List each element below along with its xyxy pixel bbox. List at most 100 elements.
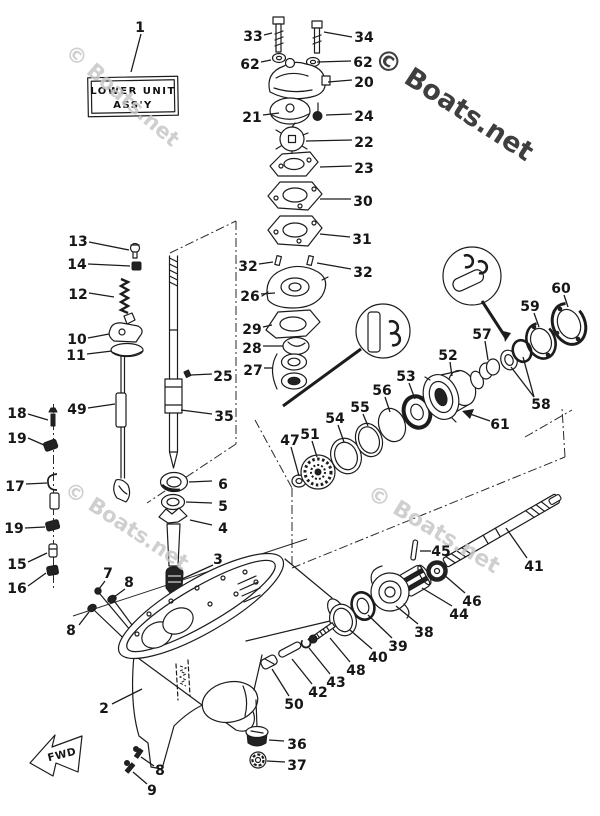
- leader-line-61: [469, 413, 491, 422]
- leader-line-29: [262, 324, 273, 328]
- wear-plate-30-part: [267, 181, 323, 211]
- title-box: LOWER UNIT ASS'Y: [87, 75, 179, 118]
- part-label-40: 40: [368, 650, 388, 666]
- leader-line-41: [505, 527, 528, 559]
- leader-line-43: [308, 647, 331, 675]
- part-label-35: 35: [214, 409, 233, 425]
- leader-line-40: [349, 629, 373, 650]
- leader-line-13: [88, 241, 130, 251]
- part-label-43: 43: [326, 675, 345, 691]
- part-label-49: 49: [67, 402, 86, 418]
- leader-line-17: [25, 482, 48, 485]
- leader-line-18: [27, 413, 49, 421]
- leader-line-14: [87, 263, 131, 267]
- screw-8-bottom-part: [133, 746, 144, 759]
- part-label-30: 30: [353, 194, 373, 210]
- part-label-8: 8: [124, 575, 134, 591]
- leader-line-48: [329, 637, 351, 663]
- snap-ring-60-part: [550, 302, 588, 346]
- fwd-direction-arrow: FWD: [29, 734, 83, 777]
- part-label-32: 32: [238, 259, 257, 275]
- leader-line-19: [27, 437, 45, 446]
- bearing-6-part: [159, 471, 189, 493]
- leader-line-58: [510, 366, 535, 398]
- screw-9-part: [124, 760, 136, 774]
- screw-13-part: [129, 242, 141, 259]
- leader-line-36: [268, 739, 285, 742]
- part-label-7: 7: [103, 566, 113, 582]
- detail-clip-part: [388, 320, 402, 347]
- leader-line-37: [266, 760, 286, 763]
- part-label-19: 19: [7, 431, 26, 447]
- leader-line-54: [337, 424, 345, 443]
- callout-bubble-left: [282, 303, 411, 408]
- part-label-46: 46: [462, 594, 481, 610]
- leader-line-8: [113, 588, 126, 598]
- part-label-8: 8: [66, 623, 76, 639]
- leader-line-49: [87, 403, 116, 409]
- leader-line-44: [421, 587, 453, 607]
- watermark-text: © Boats.net: [368, 42, 539, 168]
- leader-line-62: [316, 60, 352, 63]
- part-label-42: 42: [308, 685, 327, 701]
- leader-line-55: [362, 413, 369, 427]
- prop-shaft-41-part: [442, 493, 562, 568]
- leader-line-39: [367, 614, 393, 639]
- leader-line-35: [180, 409, 213, 415]
- nut-14-part: [131, 261, 142, 271]
- leader-line-57: [484, 340, 489, 361]
- part-label-31: 31: [352, 232, 371, 248]
- leader-line-5: [185, 501, 213, 504]
- part-label-11: 11: [66, 348, 85, 364]
- leader-line-24: [325, 113, 353, 116]
- leader-line-62: [260, 59, 272, 63]
- leader-line-21: [262, 112, 280, 116]
- part-label-45: 45: [431, 544, 450, 560]
- leader-line-16: [27, 572, 47, 587]
- part-label-52: 52: [438, 348, 457, 364]
- impeller-22-part: [275, 122, 309, 157]
- part-label-37: 37: [287, 758, 306, 774]
- leader-line-19: [24, 526, 46, 529]
- leader-line-58: [522, 356, 535, 398]
- base-gasket-29-part: [265, 309, 321, 339]
- part-label-38: 38: [414, 625, 433, 641]
- part-label-48: 48: [346, 663, 365, 679]
- bearing-carrier-38-part: [370, 565, 410, 619]
- water-pump-parts: [261, 16, 331, 390]
- ring-55-part: [354, 422, 384, 458]
- part-label-54: 54: [325, 411, 345, 427]
- leader-line-59: [533, 312, 540, 328]
- clip-43-part: [300, 637, 312, 649]
- leader-line-60: [563, 294, 569, 308]
- detail-clip-part: [463, 254, 489, 275]
- part-label-28: 28: [242, 341, 261, 357]
- washer-5-part: [160, 493, 186, 511]
- plug-36-part: [245, 725, 269, 747]
- leader-line-4: [189, 519, 213, 526]
- pin-45-part: [410, 539, 419, 561]
- nut-19-upper-part: [43, 438, 59, 452]
- part-label-34: 34: [354, 30, 374, 46]
- carrier-housing-52-part: [422, 369, 485, 423]
- callout-bubble-right: [442, 246, 511, 342]
- leader-line-10: [87, 333, 110, 339]
- shift-rod-parts: [108, 242, 144, 503]
- pump-housing-20-part: [268, 57, 331, 100]
- part-label-55: 55: [350, 400, 369, 416]
- leader-line-3: [181, 564, 214, 580]
- drive-plate-21-part: [269, 97, 311, 125]
- gear-51-part: [300, 454, 336, 490]
- gasket-23-part: [269, 151, 319, 177]
- drain-plug-parts: [245, 725, 269, 769]
- leader-line-11: [86, 350, 113, 355]
- bearing-46-part: [426, 560, 448, 582]
- part-label-6: 6: [218, 477, 228, 493]
- leader-line-8: [140, 756, 155, 767]
- clip-17-part: [47, 473, 58, 491]
- dowel-pins-32-part: [274, 255, 314, 267]
- part-label-25: 25: [213, 369, 232, 385]
- part-label-51: 51: [300, 427, 319, 443]
